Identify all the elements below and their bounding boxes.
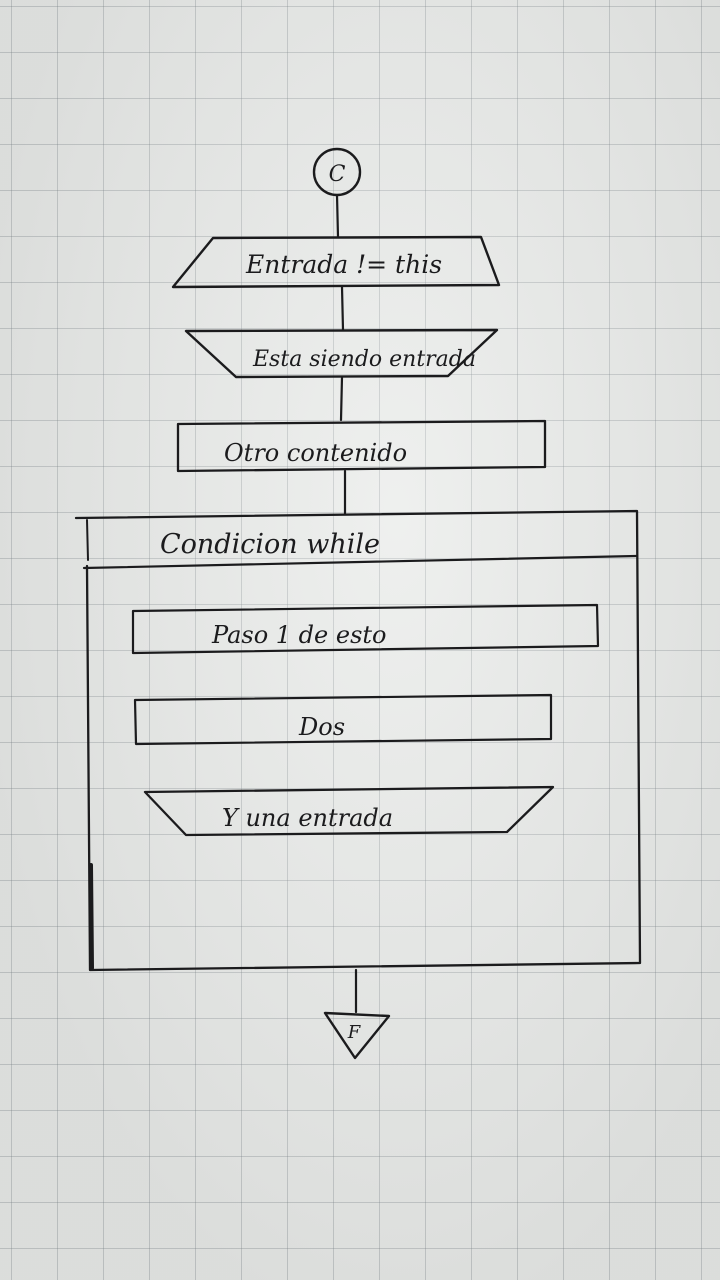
loop-step-1-outline <box>131 603 600 655</box>
flow-arrow-3 <box>339 375 344 422</box>
flow-arrow-1 <box>335 193 340 239</box>
loop-step-2-outline <box>133 693 553 746</box>
loop-output-outline <box>143 785 555 837</box>
loop-output-shape: Y una entrada <box>143 785 555 837</box>
while-loop-left-thick-edge <box>89 863 94 970</box>
process-shape-1-outline <box>176 419 547 473</box>
process-shape-1-label: Otro contenido <box>224 439 407 467</box>
loop-output-label: Y una entrada <box>222 804 393 832</box>
while-condition-label: Condicion while <box>160 529 380 560</box>
output-shape-1-outline <box>184 328 499 379</box>
while-loop-header-divider <box>82 554 638 570</box>
process-shape-1: Otro contenido <box>176 419 547 473</box>
output-shape-1: Esta siendo entrada <box>184 328 499 379</box>
start-connector: C <box>312 147 362 197</box>
input-shape-1-label: Entrada != this <box>245 250 442 279</box>
start-connector-label: C <box>329 162 346 187</box>
end-connector-triangle <box>323 1011 391 1060</box>
output-shape-1-label: Esta siendo entrada <box>252 347 476 372</box>
loop-step-2: Dos <box>133 693 553 746</box>
flow-arrow-2 <box>340 285 345 332</box>
input-shape-1-outline <box>171 235 501 289</box>
while-loop-header-left-edge <box>86 519 89 561</box>
input-shape-1: Entrada != this <box>171 235 501 289</box>
end-connector: F <box>323 1011 391 1060</box>
loop-step-2-label: Dos <box>298 713 345 741</box>
loop-step-1: Paso 1 de esto <box>131 603 600 655</box>
while-loop-block: Condicion while Paso 1 de esto Dos Y una… <box>74 509 642 972</box>
while-loop-outline <box>74 509 642 972</box>
end-connector-label: F <box>347 1022 362 1043</box>
loop-step-1-label: Paso 1 de esto <box>211 621 386 649</box>
